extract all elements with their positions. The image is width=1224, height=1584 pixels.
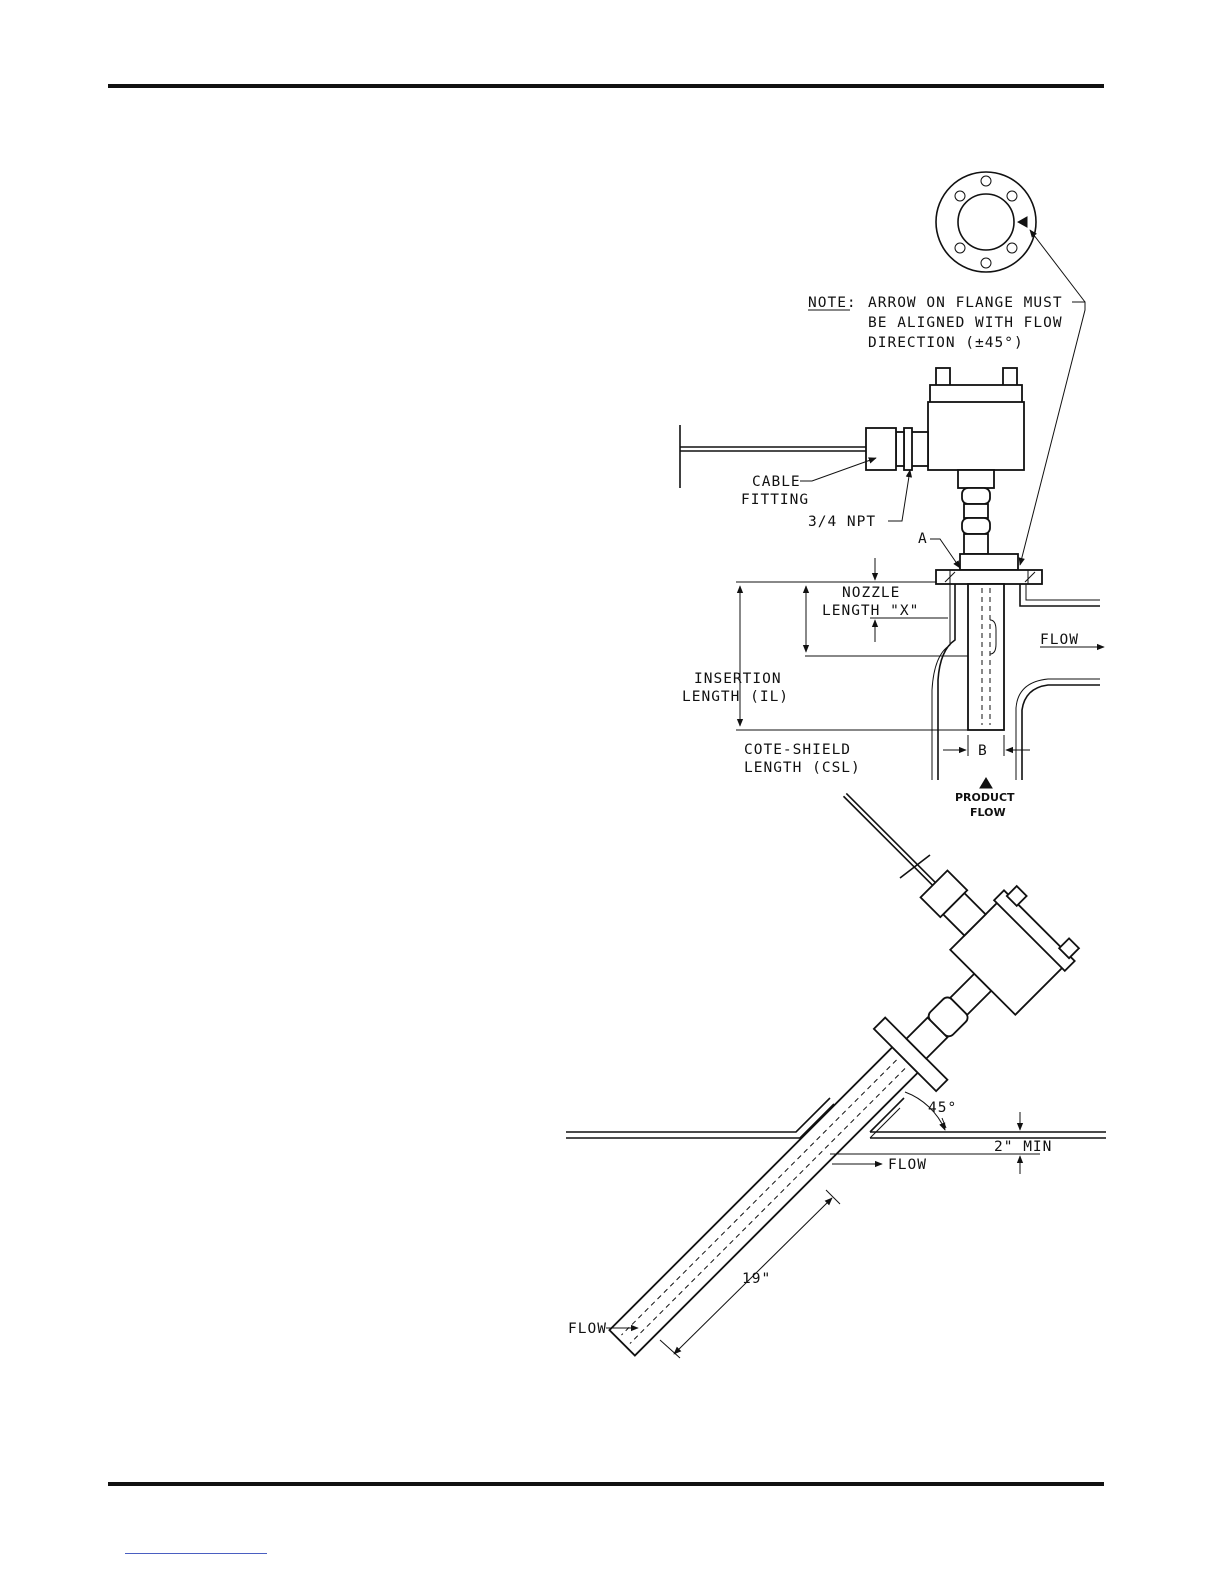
- label-b: B: [978, 743, 988, 759]
- note-line-3: DIRECTION (±45°): [868, 335, 1024, 351]
- cable-fitting-label-1: CABLE: [752, 474, 801, 490]
- note-line-1: ARROW ON FLANGE MUST: [868, 295, 1063, 311]
- label-a: A: [918, 531, 928, 547]
- length-label: 19": [742, 1271, 771, 1287]
- cable-fitting-callout: CABLE FITTING 3/4 NPT A: [741, 458, 960, 568]
- nozzle-and-pipe: [932, 584, 1100, 780]
- flow-label-top: FLOW: [1040, 632, 1079, 648]
- flange-arrow-icon: [1018, 217, 1027, 227]
- flange-top-view: [936, 172, 1036, 272]
- cote-shield-label-2: LENGTH (CSL): [744, 760, 861, 776]
- insertion-length-label-1: INSERTION: [694, 671, 782, 687]
- cable-fitting: [866, 428, 896, 470]
- note-leader: [1020, 230, 1085, 565]
- note-line-2: BE ALIGNED WITH FLOW: [868, 315, 1063, 331]
- insertion-length-label-2: LENGTH (IL): [682, 689, 789, 705]
- product-flow-label-2: FLOW: [970, 806, 1006, 819]
- note-block: NOTE: ARROW ON FLANGE MUST BE ALIGNED WI…: [808, 295, 1063, 351]
- flow-label-left: FLOW: [568, 1321, 607, 1337]
- footer-rule: [108, 1482, 1104, 1486]
- nozzle-length-label-1: NOZZLE: [842, 585, 900, 601]
- angled-probe: [460, 755, 1084, 1379]
- angle-label: 45°: [928, 1100, 957, 1116]
- probe-shield: [968, 584, 1004, 730]
- flange-side-view: [936, 554, 1042, 584]
- nozzle-length-label-2: LENGTH "X": [822, 603, 919, 619]
- cote-shield-label-1: COTE-SHIELD: [744, 742, 851, 758]
- footer-link-underline[interactable]: [125, 1553, 267, 1554]
- note-label: NOTE:: [808, 295, 857, 311]
- flow-label-right: FLOW: [888, 1157, 927, 1173]
- npt-label: 3/4 NPT: [808, 514, 876, 530]
- min-clearance-label: 2" MIN: [994, 1139, 1052, 1155]
- product-flow-arrow-icon: [980, 778, 992, 788]
- cable-fitting-label-2: FITTING: [741, 492, 809, 508]
- product-flow-label-1: PRODUCT: [955, 791, 1015, 804]
